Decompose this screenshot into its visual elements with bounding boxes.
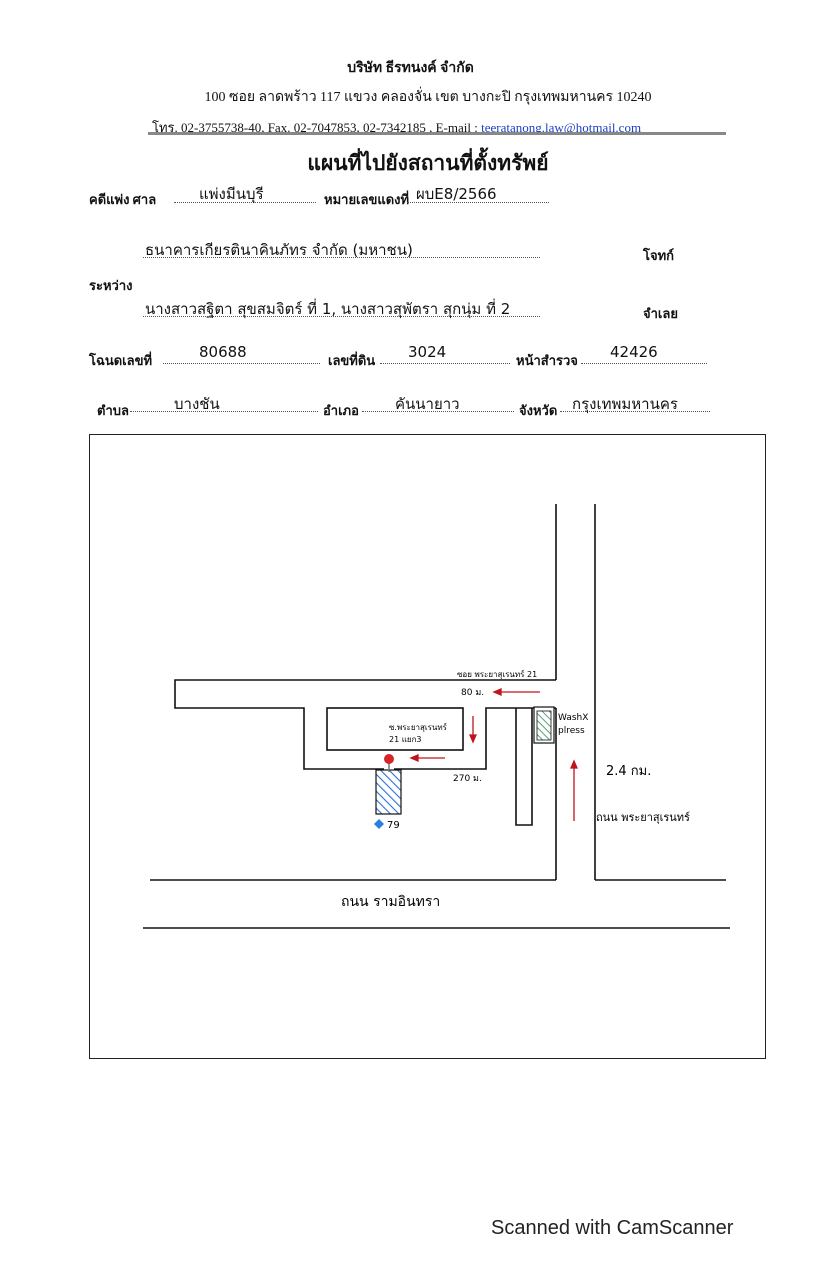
land-no-value: 3024 xyxy=(408,343,447,361)
soi3-label-line1: ซ.พระยาสุเรนทร์ xyxy=(389,722,448,732)
plaintiff-label: โจทก์ xyxy=(643,248,675,263)
arrow-80m-head xyxy=(492,688,502,696)
subdistrict-line xyxy=(130,411,318,412)
washx-label-line1: WashX xyxy=(558,713,588,723)
land-no-line xyxy=(380,363,510,364)
contact-text: โทร. 02-3755738-40, Fax. 02-7047853, 02-… xyxy=(152,120,482,135)
plaintiff-value: ธนาคารเกียรตินาคินภัทร จำกัด (มหาชน) xyxy=(145,241,413,259)
district-label: อำเภอ xyxy=(323,403,359,418)
survey-value: 42426 xyxy=(610,343,658,361)
company-address: 100 ซอย ลาดพร้าว 117 แขวง คลองจั่น เขต บ… xyxy=(204,90,652,105)
washx-building xyxy=(536,710,552,741)
district-value: คันนายาว xyxy=(395,395,460,413)
province-line xyxy=(560,411,710,412)
defendant-label: จำเลย xyxy=(643,306,678,321)
dist-80-label: 80 ม. xyxy=(461,688,484,698)
washx-label-line2: plress xyxy=(558,726,585,736)
survey-line xyxy=(581,363,707,364)
deed-no-line xyxy=(163,363,320,364)
subdistrict-label: ตำบล xyxy=(97,403,129,418)
page-title: แผนที่ไปยังสถานที่ตั้งทรัพย์ xyxy=(307,151,549,175)
defendant-line xyxy=(143,316,540,317)
direction-arrows xyxy=(409,688,578,821)
plaintiff-line xyxy=(143,257,540,258)
house-number-diamond xyxy=(374,819,384,829)
side-soi xyxy=(515,708,533,826)
phraya-road-label: ถนน พระยาสุเรนทร์ xyxy=(596,811,690,824)
arrow-down-head xyxy=(469,734,477,744)
pin-marker xyxy=(384,754,394,764)
province-label: จังหวัด xyxy=(519,403,558,418)
survey-label: หน้าสำรวจ xyxy=(516,353,578,368)
court-label: คดีแพ่ง ศาล xyxy=(89,192,157,207)
dist-270-label: 270 ม. xyxy=(453,774,482,784)
subdistrict-value: บางชัน xyxy=(174,395,220,413)
inner-block xyxy=(326,707,464,751)
court-value: แพ่งมีนบุรี xyxy=(199,185,264,203)
land-no-label: เลขที่ดิน xyxy=(328,353,376,368)
soi21-outline xyxy=(174,679,556,770)
dist-24-label: 2.4 กม. xyxy=(606,764,651,779)
soi21-label: ซอย พระยาสุเรนทร์ 21 xyxy=(457,669,537,679)
deed-no-label: โฉนดเลขที่ xyxy=(89,353,153,368)
red-no-line xyxy=(407,202,549,203)
soi3-label-line2: 21 แยก3 xyxy=(389,735,422,744)
arrow-up-head xyxy=(570,759,578,769)
defendant-value: นางสาวสฐิตา สุขสมจิตร์ ที่ 1, นางสาวสุพั… xyxy=(145,300,511,318)
scanner-watermark: Scanned with CamScanner xyxy=(491,1217,734,1239)
deed-no-value: 80688 xyxy=(199,343,247,361)
court-line xyxy=(174,202,316,203)
header-divider xyxy=(148,132,726,135)
red-no-value: ผบE8/2566 xyxy=(416,185,497,203)
company-contact: โทร. 02-3755738-40, Fax. 02-7047853, 02-… xyxy=(152,117,641,138)
arrow-270m-head xyxy=(409,754,419,762)
property-building xyxy=(375,769,402,815)
company-name: บริษัท ธีรทนงค์ จำกัด xyxy=(347,61,474,76)
between-label: ระหว่าง xyxy=(89,278,133,293)
house-number: 79 xyxy=(387,820,400,831)
soi21-lower xyxy=(394,707,556,770)
road-lines xyxy=(143,504,730,929)
province-value: กรุงเทพมหานคร xyxy=(572,395,678,413)
ramintra-road-label: ถนน รามอินทรา xyxy=(341,894,440,910)
red-no-label: หมายเลขแดงที่ xyxy=(324,192,410,207)
map-frame xyxy=(89,434,766,1059)
email-link[interactable]: teeratanong.law@hotmail.com xyxy=(481,120,642,135)
district-line xyxy=(362,411,514,412)
